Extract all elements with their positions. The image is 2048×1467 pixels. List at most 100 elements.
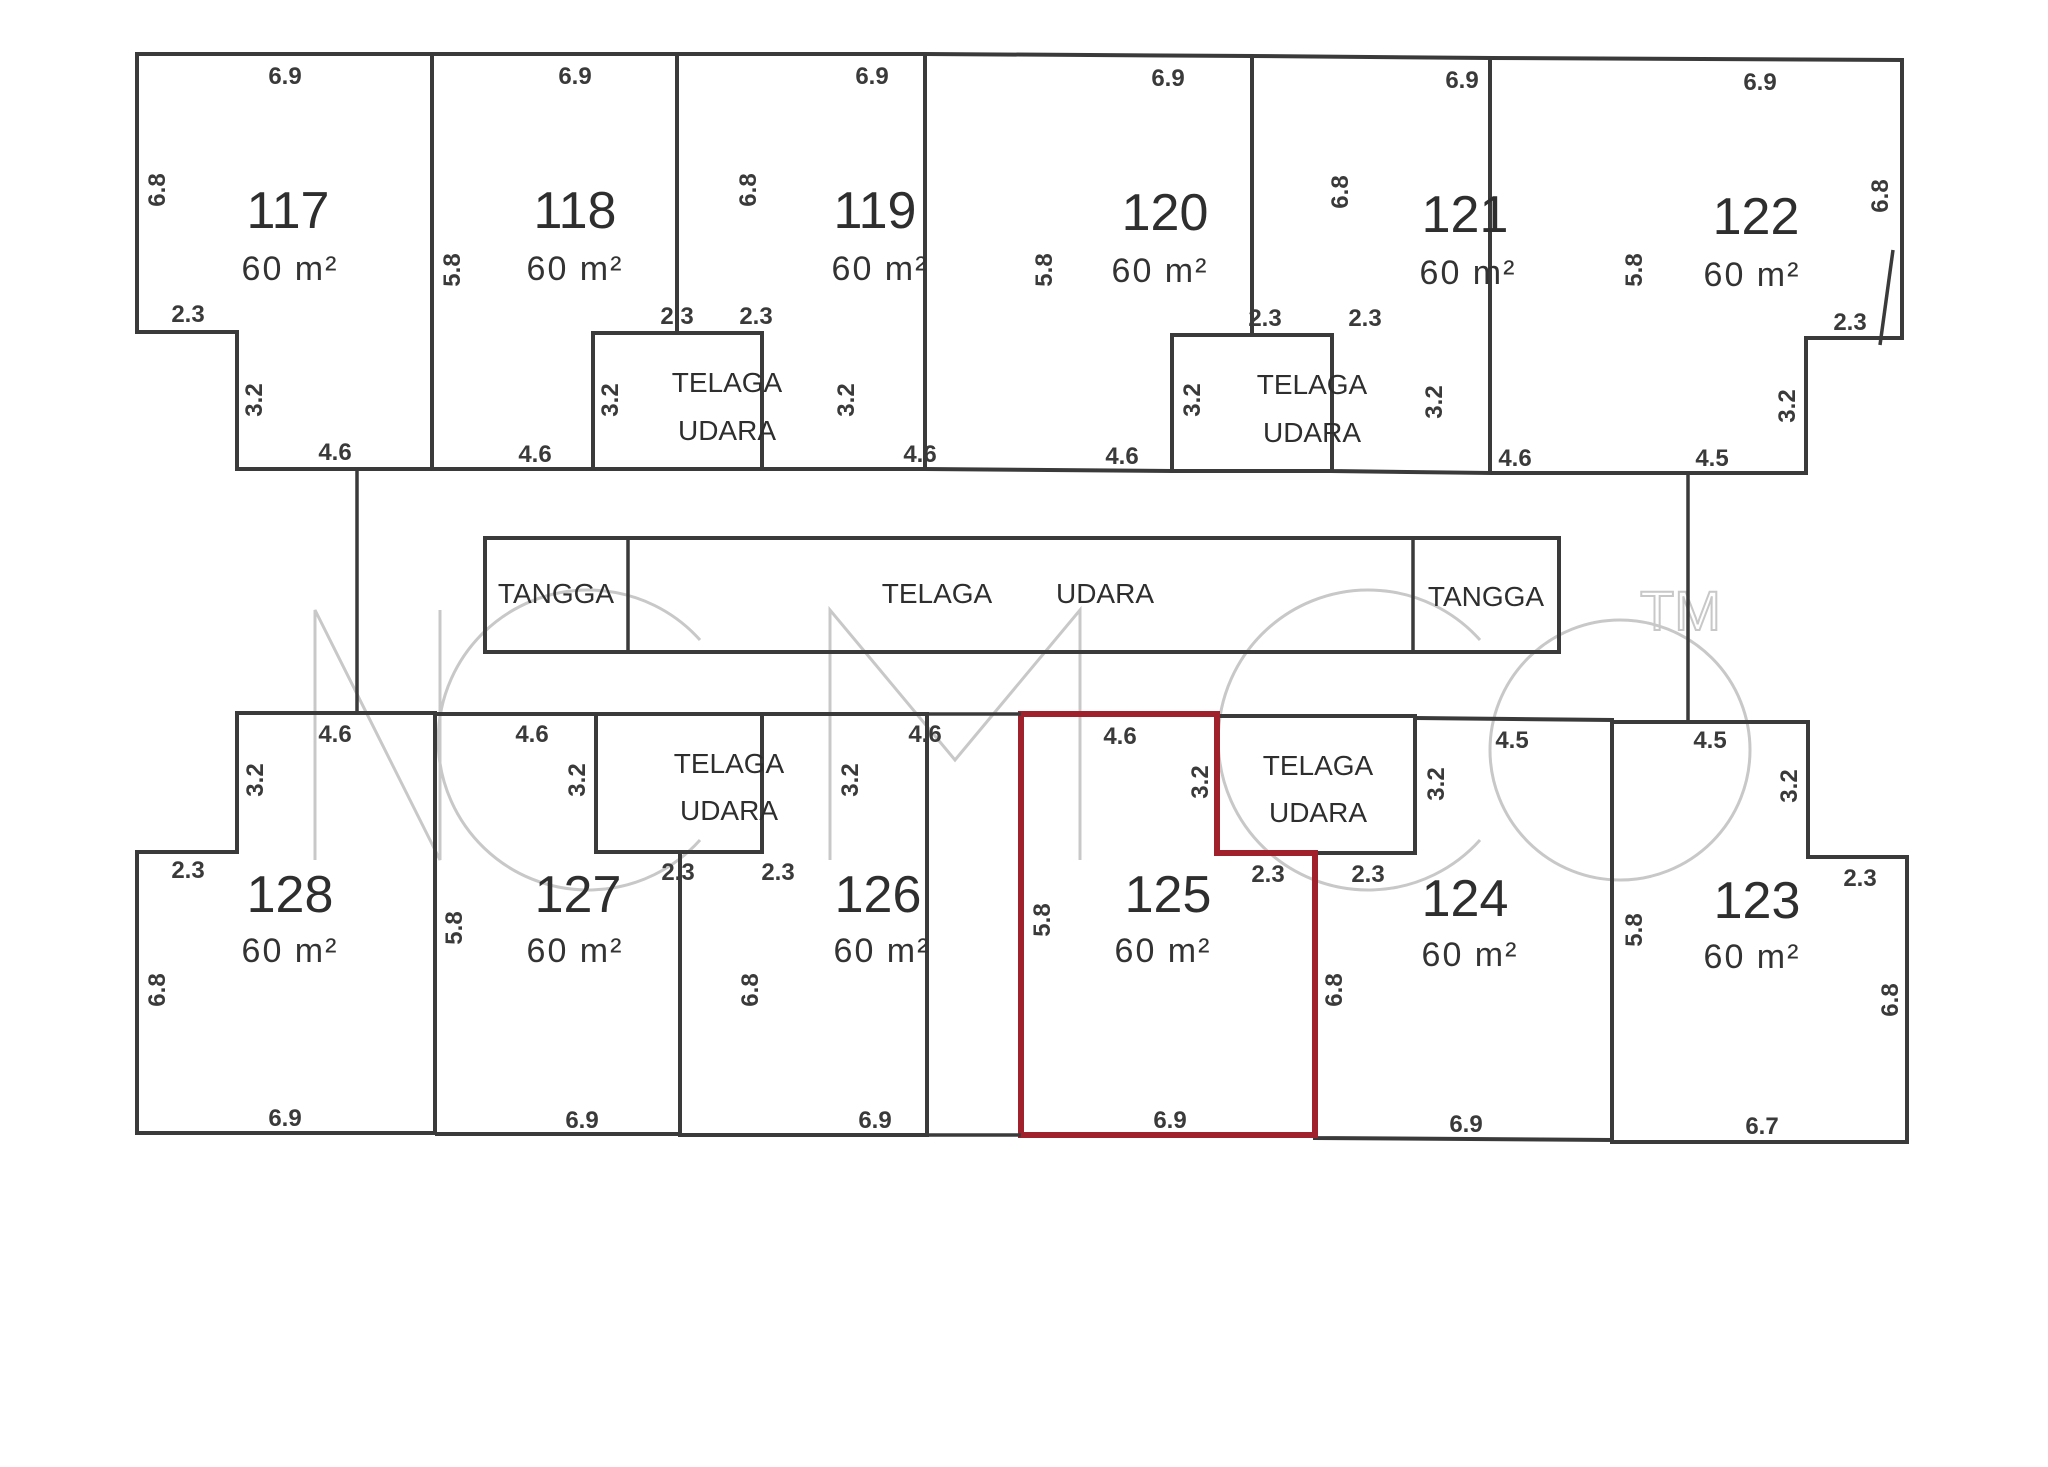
air-well-label-3: TELAGA UDARA: [674, 748, 785, 826]
unit-124[interactable]: 124 60 m²: [1422, 870, 1519, 974]
unit-122[interactable]: 122 60 m²: [1704, 188, 1801, 294]
unit-number: 117: [247, 182, 330, 240]
dim-122-notch-v: 3.2: [1774, 389, 1801, 422]
dim-123-notch-v: 3.2: [1776, 769, 1803, 802]
unit-area: 60 m²: [527, 932, 624, 970]
dim-125-right: 6.8: [1321, 973, 1348, 1006]
unit-area: 60 m²: [834, 932, 931, 970]
dim-123-top: 4.5: [1693, 727, 1726, 754]
dim-120-bottom: 4.6: [1105, 443, 1138, 470]
unit-area: 60 m²: [527, 250, 624, 288]
corridor-core-box: [483, 536, 1561, 654]
watermark-letter-c2: [1216, 588, 1482, 892]
dim-127-top: 4.6: [515, 721, 548, 748]
dim-124-notch-h: 2.3: [1351, 861, 1384, 888]
unit-area: 60 m²: [242, 250, 339, 288]
dimensions-top-row: 6.9 6.9 6.9 6.9 6.9 6.9 2.3 2.3 2.3 2.3 …: [144, 63, 1894, 472]
dim-121-top: 6.9: [1445, 67, 1478, 94]
unit-124-outline: [1313, 716, 1614, 1143]
unit-number: 124: [1422, 870, 1509, 928]
dim-117-left: 6.8: [144, 173, 171, 206]
unit-number: 122: [1713, 188, 1800, 246]
dim-126-notch-h: 2.3: [761, 859, 794, 886]
unit-area: 60 m²: [1112, 252, 1209, 290]
unit-number: 125: [1125, 866, 1212, 924]
dim-121-left: 6.8: [1327, 175, 1354, 208]
unit-number: 118: [534, 182, 617, 240]
unit-127[interactable]: 127 60 m²: [527, 866, 624, 970]
unit-area: 60 m²: [1422, 936, 1519, 974]
stair-left-label: TANGGA: [498, 578, 614, 609]
unit-126[interactable]: 126 60 m²: [834, 866, 931, 970]
dim-118-left: 5.8: [439, 253, 466, 286]
unit-122-outline: [1489, 56, 1904, 475]
dim-118-notch-h: 2.3: [660, 303, 693, 330]
unit-number: 128: [247, 866, 334, 924]
unit-area: 60 m²: [1115, 932, 1212, 970]
dim-121-notch-v: 3.2: [1421, 385, 1448, 418]
unit-number: 126: [835, 866, 922, 924]
air-well-2-box: [1170, 333, 1334, 473]
unit-number: 120: [1122, 184, 1209, 242]
dim-127-notch-v: 3.2: [564, 763, 591, 796]
dim-121-notch-h: 2.3: [1348, 305, 1381, 332]
watermark-letter-n: [313, 609, 442, 861]
svg-text:UDARA: UDARA: [1269, 797, 1367, 828]
svg-text:TELAGA: TELAGA: [674, 748, 785, 779]
dim-126-top: 4.6: [908, 721, 941, 748]
dim-123-right: 6.8: [1877, 983, 1904, 1016]
svg-text:UDARA: UDARA: [680, 795, 778, 826]
dim-123-notch-h: 2.3: [1843, 865, 1876, 892]
dim-128-notch-h: 2.3: [171, 857, 204, 884]
dim-118-notch-v: 3.2: [597, 383, 624, 416]
svg-text:UDARA: UDARA: [678, 415, 776, 446]
dim-120-top: 6.9: [1151, 65, 1184, 92]
dim-124-notch-v: 3.2: [1423, 767, 1450, 800]
unit-number: 127: [535, 866, 622, 924]
unit-118[interactable]: 118 60 m²: [527, 182, 624, 288]
dim-118-bottom: 4.6: [518, 441, 551, 468]
dim-128-left: 6.8: [144, 973, 171, 1006]
dim-119-notch-v: 3.2: [833, 383, 860, 416]
dim-125-notch-h: 2.3: [1251, 861, 1284, 888]
dim-123-bottom: 6.7: [1745, 1113, 1778, 1140]
unit-number: 123: [1714, 872, 1801, 930]
dim-122-right: 6.8: [1867, 179, 1894, 212]
air-well-1-box: [591, 331, 764, 471]
corridor-air-well-label-2: UDARA: [1056, 578, 1154, 609]
dim-121-bottom: 4.6: [1498, 445, 1531, 472]
dim-119-left: 6.8: [735, 173, 762, 206]
unit-119[interactable]: 119 60 m²: [832, 182, 929, 288]
unit-125[interactable]: 125 60 m²: [1115, 866, 1212, 970]
svg-text:TELAGA: TELAGA: [1263, 750, 1374, 781]
watermark-letter-o: [1488, 618, 1752, 882]
dim-126-bottom: 6.9: [858, 1107, 891, 1134]
unit-121[interactable]: 121 60 m²: [1420, 186, 1517, 292]
unit-area: 60 m²: [1704, 256, 1801, 294]
air-well-label-4: TELAGA UDARA: [1263, 750, 1374, 828]
dim-122-bottom: 4.5: [1695, 445, 1728, 472]
watermark: TM: [313, 578, 1752, 892]
dim-128-bottom: 6.9: [268, 1105, 301, 1132]
unit-120[interactable]: 120 60 m²: [1112, 184, 1209, 290]
unit-number: 119: [834, 182, 917, 240]
dim-128-top: 4.6: [318, 721, 351, 748]
watermark-letter-c1: [436, 588, 702, 892]
air-well-label-1: TELAGA UDARA: [672, 367, 783, 446]
dim-119-notch-h: 2.3: [739, 303, 772, 330]
corridor-air-well-label-1: TELAGA: [882, 578, 993, 609]
dim-123-left: 5.8: [1621, 913, 1648, 946]
dimensions-bottom-row: 4.6 4.6 4.6 4.6 4.5 4.5 2.3 2.3 2.3 2.3 …: [144, 721, 1904, 1140]
dim-124-top: 4.5: [1495, 727, 1528, 754]
unit-117[interactable]: 117 60 m²: [242, 182, 339, 288]
unit-123[interactable]: 123 60 m²: [1704, 872, 1801, 976]
dim-125-bottom: 6.9: [1153, 1107, 1186, 1134]
dim-118-top: 6.9: [558, 63, 591, 90]
dim-120-notch-v: 3.2: [1179, 383, 1206, 416]
dim-119-top: 6.9: [855, 63, 888, 90]
dim-119-bottom: 4.6: [903, 441, 936, 468]
unit-128[interactable]: 128 60 m²: [242, 866, 339, 970]
dim-126-left: 6.8: [737, 973, 764, 1006]
dim-117-bottom: 4.6: [318, 439, 351, 466]
